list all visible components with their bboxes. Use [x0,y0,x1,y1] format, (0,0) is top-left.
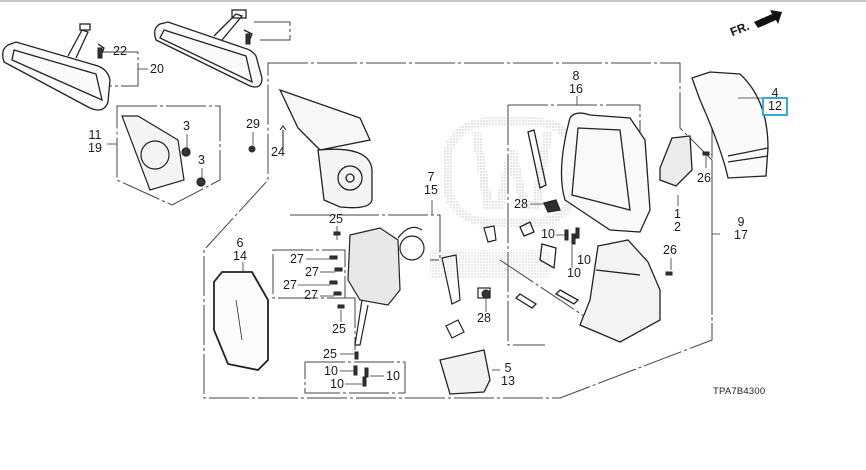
assembly-outline [203,62,713,399]
lower-garnish [439,349,491,395]
diagram-code: TPA7B4300 [713,386,766,397]
skull-cap [691,71,769,179]
callout-26-a[interactable]: 26 [697,171,711,185]
lower-cover [579,239,661,343]
screws [97,33,710,387]
callout-10-c[interactable]: 10 [330,377,344,391]
callout-10-e[interactable]: 10 [577,253,591,267]
callout-9[interactable]: 9 [737,215,745,229]
callout-25-a[interactable]: 25 [329,212,343,226]
callout-28-b[interactable]: 28 [477,311,491,325]
callout-6-14[interactable]: 6 14 [233,237,247,263]
callout-10-f[interactable]: 10 [567,266,581,280]
callout-4[interactable]: 4 [771,86,779,100]
box-11-19 [116,105,221,206]
callout-7-15[interactable]: 7 15 [424,171,438,197]
leader-lines [102,51,763,385]
callout-3-a[interactable]: 3 [183,119,190,133]
callout-4-12[interactable]: 4 12 [762,86,788,116]
callout-7[interactable]: 7 [427,170,435,184]
callout-5[interactable]: 5 [504,361,512,375]
box-10-bolts [304,361,406,394]
callout-27-d[interactable]: 27 [304,288,318,302]
callout-29[interactable]: 29 [246,117,260,131]
rearview-mirror-right [154,9,263,88]
callout-17[interactable]: 17 [734,228,748,242]
bracket-right-mirror [254,21,291,41]
callout-8-16[interactable]: 8 16 [569,70,583,96]
part-29-clip [248,145,256,153]
callout-11[interactable]: 11 [88,128,102,142]
callout-11-19[interactable]: 11 19 [88,129,102,155]
rearview-mirror-left [2,23,111,111]
callout-27-b[interactable]: 27 [305,265,319,279]
part-24-screw [279,125,287,150]
top-border [0,0,866,2]
mirror-actuator [347,225,497,346]
mirror-housing-assembly [278,88,373,209]
callout-26-b[interactable]: 26 [663,243,677,257]
callout-25-b[interactable]: 25 [332,322,346,336]
callout-9-17[interactable]: 9 17 [734,216,748,242]
callout-25-c[interactable]: 25 [323,347,337,361]
callout-8[interactable]: 8 [572,69,580,83]
callout-24[interactable]: 24 [271,145,285,159]
turn-signal-lamp [659,135,693,187]
callout-27-a[interactable]: 27 [290,252,304,266]
callout-13[interactable]: 13 [501,374,515,388]
callout-10-b[interactable]: 10 [386,369,400,383]
mirror-glass [213,271,269,371]
callout-16[interactable]: 16 [569,82,583,96]
mirror-housing-frame [514,112,651,309]
callout-22[interactable]: 22 [113,44,127,58]
callout-19[interactable]: 19 [88,141,102,155]
callout-1[interactable]: 1 [674,207,681,221]
callout-12-highlighted[interactable]: 12 [762,97,788,116]
callout-2[interactable]: 2 [674,220,681,234]
callout-10-a[interactable]: 10 [324,364,338,378]
callout-5-13[interactable]: 5 13 [501,362,515,388]
front-direction-arrow [754,10,782,28]
callout-27-c[interactable]: 27 [283,278,297,292]
callout-28-a[interactable]: 28 [514,197,528,211]
callout-14[interactable]: 14 [233,249,247,263]
callout-15[interactable]: 15 [424,183,438,197]
callout-10-d[interactable]: 10 [541,227,555,241]
callout-3-b[interactable]: 3 [198,153,205,167]
mirror-base-cover [121,115,206,191]
callout-20[interactable]: 20 [150,62,164,76]
callout-1-2[interactable]: 1 2 [674,208,681,234]
callout-6[interactable]: 6 [236,236,244,250]
